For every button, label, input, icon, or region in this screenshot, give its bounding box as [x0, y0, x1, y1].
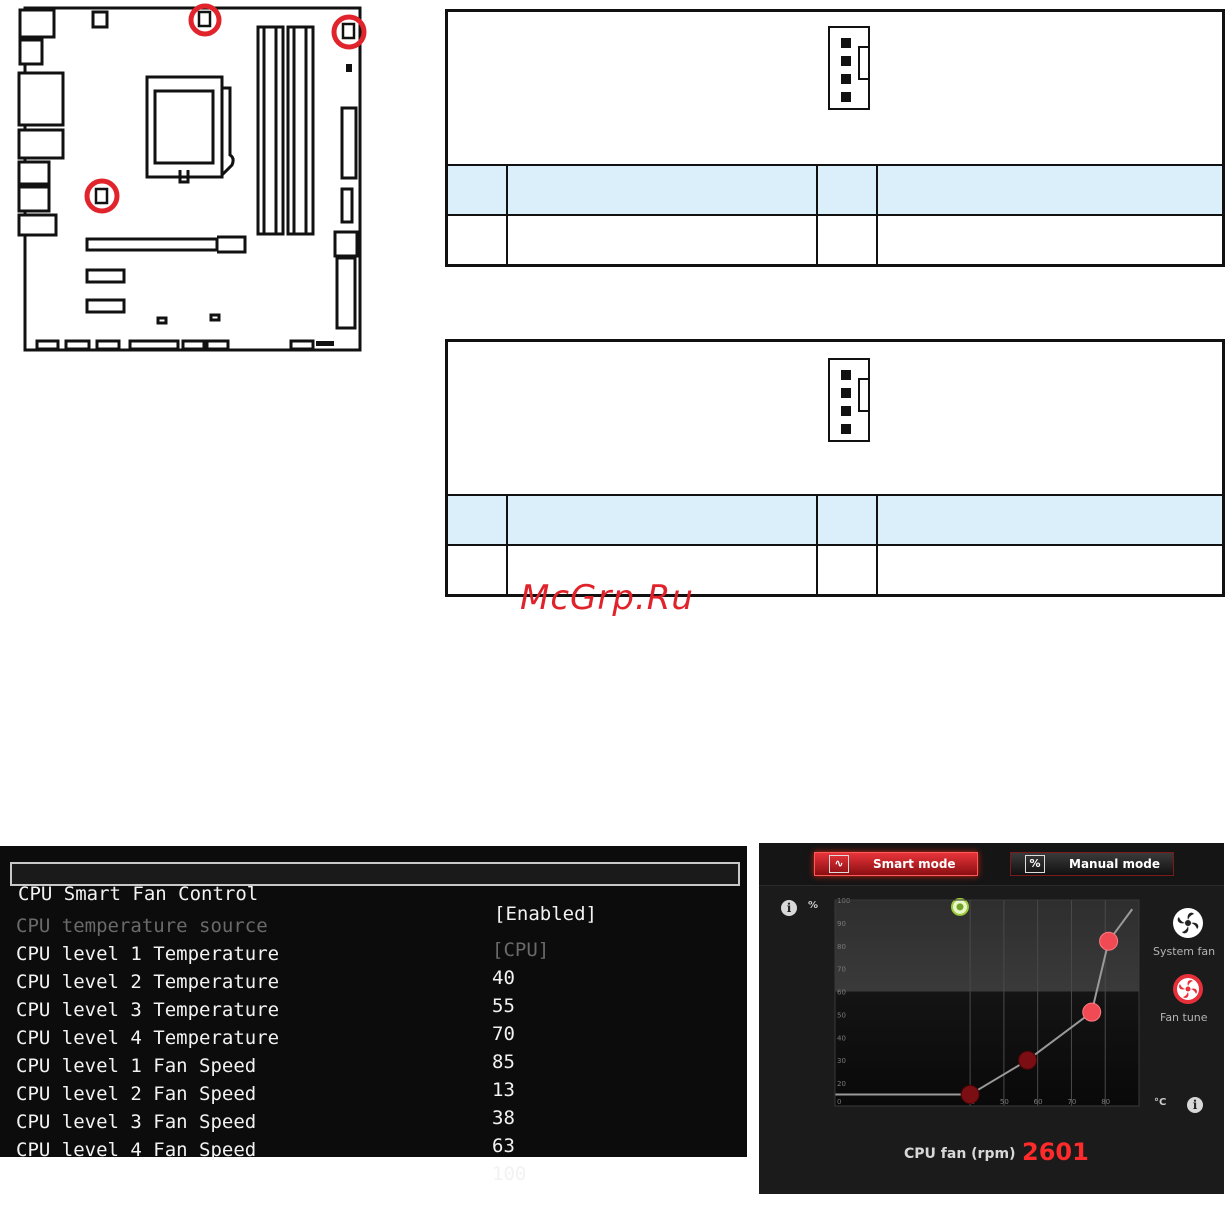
bios-row-level-2-temperature[interactable]: CPU level 2 Temperature 55	[10, 946, 740, 1017]
y-tick-label: 80	[837, 943, 846, 951]
bios-row-level-3-temperature[interactable]: CPU level 3 Temperature 70	[10, 974, 740, 1045]
bios-row-level-3-fan-speed[interactable]: CPU level 3 Fan Speed 63	[10, 1086, 740, 1157]
bios-row-value: 38	[492, 1107, 515, 1129]
bios-row-value: [Enabled]	[494, 903, 597, 925]
bios-row-label: CPU temperature source	[16, 915, 268, 937]
cpu-fan-rpm-label: CPU fan (rpm)	[904, 1146, 1016, 1162]
chart-upper-band	[835, 900, 1139, 992]
bios-row-label: CPU level 3 Temperature	[16, 999, 280, 1021]
x-tick-label: 70	[1067, 1098, 1076, 1106]
x-tick-label: 50	[1000, 1098, 1009, 1106]
bios-row-smart-fan-control[interactable]: CPU Smart Fan Control [Enabled]	[10, 862, 740, 924]
manual-mode-button[interactable]: % Manual mode	[1010, 852, 1174, 876]
current-temperature-point-center	[956, 903, 964, 911]
bios-row-temperature-source: CPU temperature source [CPU]	[10, 890, 740, 961]
table-header-row	[448, 494, 1222, 544]
fan-curve-control-point[interactable]	[1082, 1002, 1102, 1022]
y-tick-label: 20	[837, 1080, 846, 1088]
y-tick-label: 60	[837, 989, 846, 997]
smart-mode-label: Smart mode	[873, 857, 956, 871]
y-tick-label: 90	[837, 920, 846, 928]
bios-row-value: 100	[492, 1163, 527, 1185]
y-tick-label: 100	[837, 898, 850, 905]
smart-mode-icon: ∿	[829, 855, 849, 873]
table-row	[448, 544, 1222, 594]
percent-icon: %	[1025, 855, 1045, 873]
bios-row-label: CPU level 4 Temperature	[16, 1027, 280, 1049]
bios-row-level-4-fan-speed[interactable]: CPU level 4 Fan Speed 100	[10, 1114, 740, 1185]
table-header-row	[448, 164, 1222, 214]
motherboard-diagram	[17, 3, 367, 352]
fan-tune-label: Fan tune	[1160, 1011, 1208, 1024]
fan-curve-chart[interactable]: 203040506070809010004050607080	[833, 898, 1145, 1110]
bios-row-value: 63	[492, 1135, 515, 1157]
manual-mode-label: Manual mode	[1069, 857, 1160, 871]
bios-row-value: 70	[492, 1023, 515, 1045]
table-row	[448, 214, 1222, 264]
bios-row-level-1-fan-speed[interactable]: CPU level 1 Fan Speed 13	[10, 1030, 740, 1101]
fan-tune-icon[interactable]	[1172, 973, 1204, 1005]
cpu-fan-rpm-value: 2601	[1022, 1138, 1089, 1166]
fan-connector-table-1	[445, 9, 1225, 267]
fan-curve-control-point[interactable]	[960, 1085, 980, 1105]
system-fan-label: System fan	[1153, 945, 1216, 958]
mode-bar: ∿ Smart mode % Manual mode	[759, 843, 1224, 886]
fan-control-app: ∿ Smart mode % Manual mode i % 20 30 40 50 6…	[759, 843, 1224, 1194]
chart-frame	[834, 899, 1140, 1107]
watermark-text: McGrp.Ru	[520, 578, 694, 618]
fan-curve-control-point[interactable]	[1099, 931, 1119, 951]
x-unit-label: °C	[1154, 1097, 1167, 1108]
info-icon[interactable]: i	[1187, 1097, 1203, 1113]
4-pin-connector-icon	[828, 26, 870, 110]
4-pin-connector-icon	[828, 358, 870, 442]
bios-row-value: [CPU]	[492, 939, 550, 961]
x-tick-label: 80	[1101, 1098, 1110, 1106]
smart-mode-button[interactable]: ∿ Smart mode	[814, 852, 978, 876]
fan-curve-control-point[interactable]	[1018, 1050, 1038, 1070]
bios-row-label: CPU level 1 Fan Speed	[16, 1055, 257, 1077]
fan-header-highlight	[84, 3, 367, 214]
bios-row-value: 85	[492, 1051, 515, 1073]
bios-row-label: CPU Smart Fan Control	[18, 883, 259, 905]
bios-row-value: 40	[492, 967, 515, 989]
bios-fan-control-panel: CPU Smart Fan Control [Enabled] CPU temp…	[0, 846, 747, 1185]
fan-connector-table-2	[445, 339, 1225, 597]
bios-row-label: CPU level 3 Fan Speed	[16, 1111, 257, 1133]
y-unit-label: %	[808, 900, 819, 911]
y-tick-label: 70	[837, 966, 846, 974]
bios-row-level-2-fan-speed[interactable]: CPU level 2 Fan Speed 38	[10, 1058, 740, 1129]
connector-pinout-area	[448, 342, 1222, 494]
bios-row-value: 55	[492, 995, 515, 1017]
connector-pinout-area	[448, 12, 1222, 164]
x-tick-label: 0	[837, 1098, 841, 1106]
bios-row-label: CPU level 2 Temperature	[16, 971, 280, 993]
bios-row-label: CPU level 4 Fan Speed	[16, 1139, 257, 1161]
bios-row-value: 13	[492, 1079, 515, 1101]
info-icon[interactable]: i	[781, 900, 797, 916]
bios-row-label: CPU level 2 Fan Speed	[16, 1083, 257, 1105]
bios-row-level-4-temperature[interactable]: CPU level 4 Temperature 85	[10, 1002, 740, 1073]
system-fan-icon[interactable]	[1172, 907, 1204, 939]
x-tick-label: 60	[1034, 1098, 1043, 1106]
y-tick-label: 40	[837, 1034, 846, 1042]
bios-row-level-1-temperature[interactable]: CPU level 1 Temperature 40	[10, 918, 740, 989]
y-tick-label: 50	[837, 1011, 846, 1019]
bios-row-label: CPU level 1 Temperature	[16, 943, 280, 965]
y-tick-label: 30	[837, 1057, 846, 1065]
